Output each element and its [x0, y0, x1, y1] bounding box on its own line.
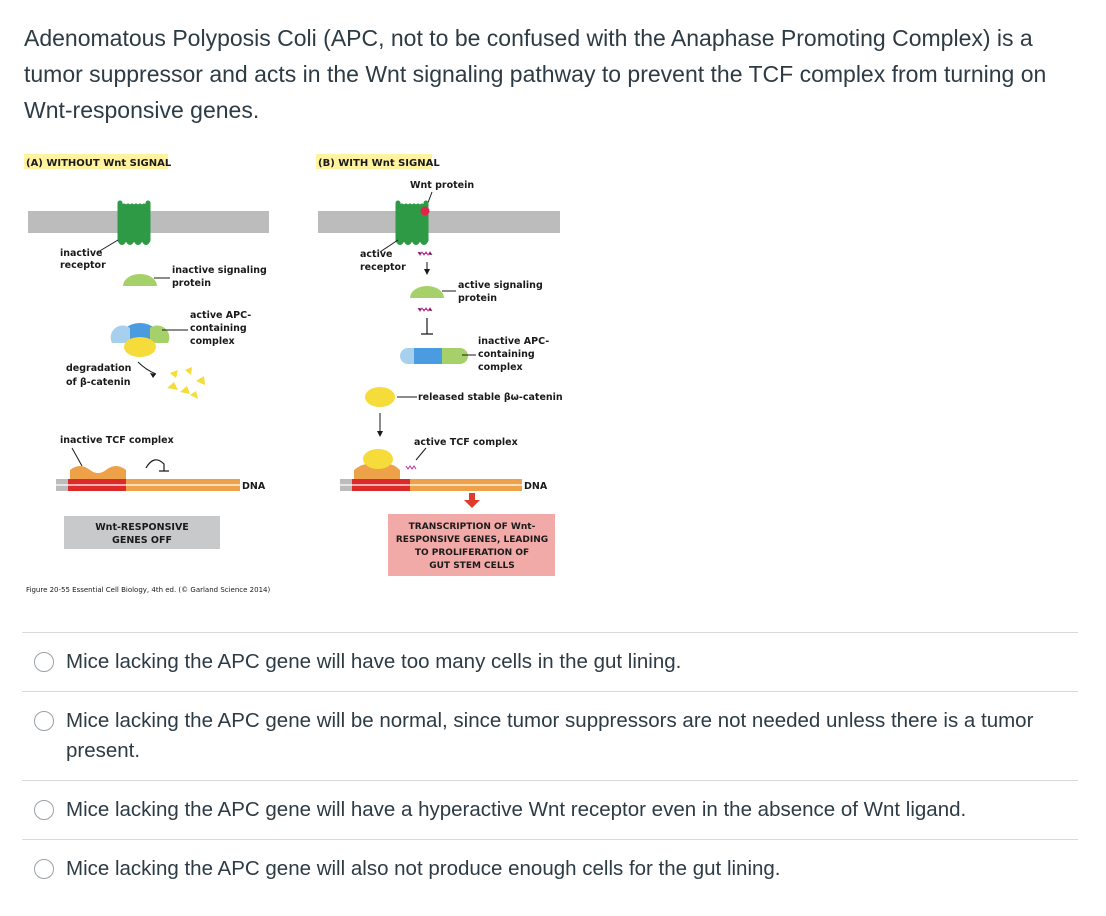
- dna-b: [340, 479, 522, 491]
- apc-a-label-2: containing: [190, 323, 247, 334]
- radio-button-2[interactable]: [34, 711, 54, 731]
- repression-symbol: [145, 459, 169, 472]
- receptor-a-label-1: inactive: [60, 248, 103, 259]
- answer-option-4[interactable]: Mice lacking the APC gene will also not …: [22, 839, 1078, 898]
- beta-catenin-fragments-icon: [167, 367, 205, 399]
- signal-protein-a-icon: [123, 274, 157, 286]
- signal-a-label-2: protein: [172, 278, 211, 289]
- wnt-label: Wnt protein: [410, 180, 474, 191]
- signal-b-label-1: active signaling: [458, 280, 543, 291]
- wnt-pathway-figure: (A) WITHOUT Wnt SIGNAL inactive receptor…: [20, 148, 580, 608]
- apc-b-label-2: containing: [478, 349, 535, 360]
- tx-label-1: TRANSCRIPTION OF Wnt-: [409, 522, 536, 532]
- tx-label-4: GUT STEM CELLS: [429, 561, 515, 571]
- figure-caption: Figure 20-55 Essential Cell Biology, 4th…: [26, 586, 270, 594]
- apc-b-label-3: complex: [478, 362, 523, 373]
- stable-beta-catenin-icon: [365, 387, 395, 407]
- signal-protein-b-icon: [410, 286, 444, 298]
- wnt-protein-dot-icon: [420, 206, 430, 216]
- receptor-b-icon: [395, 200, 429, 245]
- dna-a: [56, 479, 240, 491]
- panel-b: (B) WITH Wnt SIGNAL Wnt protein active r…: [316, 154, 563, 576]
- signal-b-label-2: protein: [458, 293, 497, 304]
- apc-a-label-1: active APC-: [190, 310, 251, 321]
- answer-option-3[interactable]: Mice lacking the APC gene will have a hy…: [22, 780, 1078, 839]
- apc-a-label-3: complex: [190, 336, 235, 347]
- receptor-b-label-1: active: [360, 249, 392, 260]
- beta-catenin-on-tcf-icon: [363, 449, 393, 469]
- radio-button-1[interactable]: [34, 652, 54, 672]
- answer-list: Mice lacking the APC gene will have too …: [22, 632, 1078, 898]
- dna-a-label: DNA: [242, 481, 266, 492]
- degradation-label-1: degradation: [66, 363, 132, 374]
- receptor-a-label-2: receptor: [60, 260, 106, 271]
- transcription-box: [388, 514, 555, 576]
- apc-complex-a-icon: [110, 323, 170, 357]
- radio-button-3[interactable]: [34, 800, 54, 820]
- radio-button-4[interactable]: [34, 859, 54, 879]
- tcf-b-icon: [354, 463, 400, 479]
- degradation-label-2: of β-catenin: [66, 377, 131, 388]
- tcf-a-label: inactive TCF complex: [60, 435, 174, 446]
- red-arrow-down-icon: [464, 493, 480, 508]
- genes-off-box: [64, 516, 220, 549]
- panel-a: (A) WITHOUT Wnt SIGNAL inactive receptor…: [24, 154, 270, 594]
- dna-b-label: DNA: [524, 481, 548, 492]
- tx-label-2: RESPONSIVE GENES, LEADING: [396, 535, 548, 545]
- tcf-b-label: active TCF complex: [414, 437, 518, 448]
- tx-label-3: TO PROLIFERATION OF: [415, 548, 529, 558]
- tcf-a-icon: [70, 466, 126, 479]
- panel-a-title-highlight: [24, 154, 168, 169]
- question-text: Adenomatous Polyposis Coli (APC, not to …: [24, 25, 1047, 123]
- answer-text-4[interactable]: Mice lacking the APC gene will also not …: [66, 857, 781, 880]
- inhibition-symbol: [421, 318, 433, 335]
- answer-text-1[interactable]: Mice lacking the APC gene will have too …: [66, 650, 682, 673]
- panel-a-title: (A) WITHOUT Wnt SIGNAL: [26, 158, 172, 169]
- answer-text-3[interactable]: Mice lacking the APC gene will have a hy…: [66, 798, 967, 821]
- phosphate-marks-icon: [417, 251, 433, 312]
- answer-option-2[interactable]: Mice lacking the APC gene will be normal…: [22, 691, 1078, 780]
- membrane-b: [318, 211, 560, 233]
- released-label: released stable βω-catenin: [418, 392, 563, 403]
- genes-off-label-2: GENES OFF: [112, 535, 172, 546]
- answer-option-1[interactable]: Mice lacking the APC gene will have too …: [22, 632, 1078, 691]
- panel-b-title: (B) WITH Wnt SIGNAL: [318, 158, 440, 169]
- genes-off-label-1: Wnt-RESPONSIVE: [95, 522, 189, 533]
- apc-b-label-1: inactive APC-: [478, 336, 549, 347]
- panel-b-title-highlight: [316, 154, 432, 169]
- receptor-b-label-2: receptor: [360, 262, 406, 273]
- signal-a-label-1: inactive signaling: [172, 265, 267, 276]
- apc-complex-b-icon: [400, 348, 468, 364]
- answer-text-2[interactable]: Mice lacking the APC gene will be normal…: [66, 709, 1034, 762]
- receptor-a-icon: [117, 200, 151, 245]
